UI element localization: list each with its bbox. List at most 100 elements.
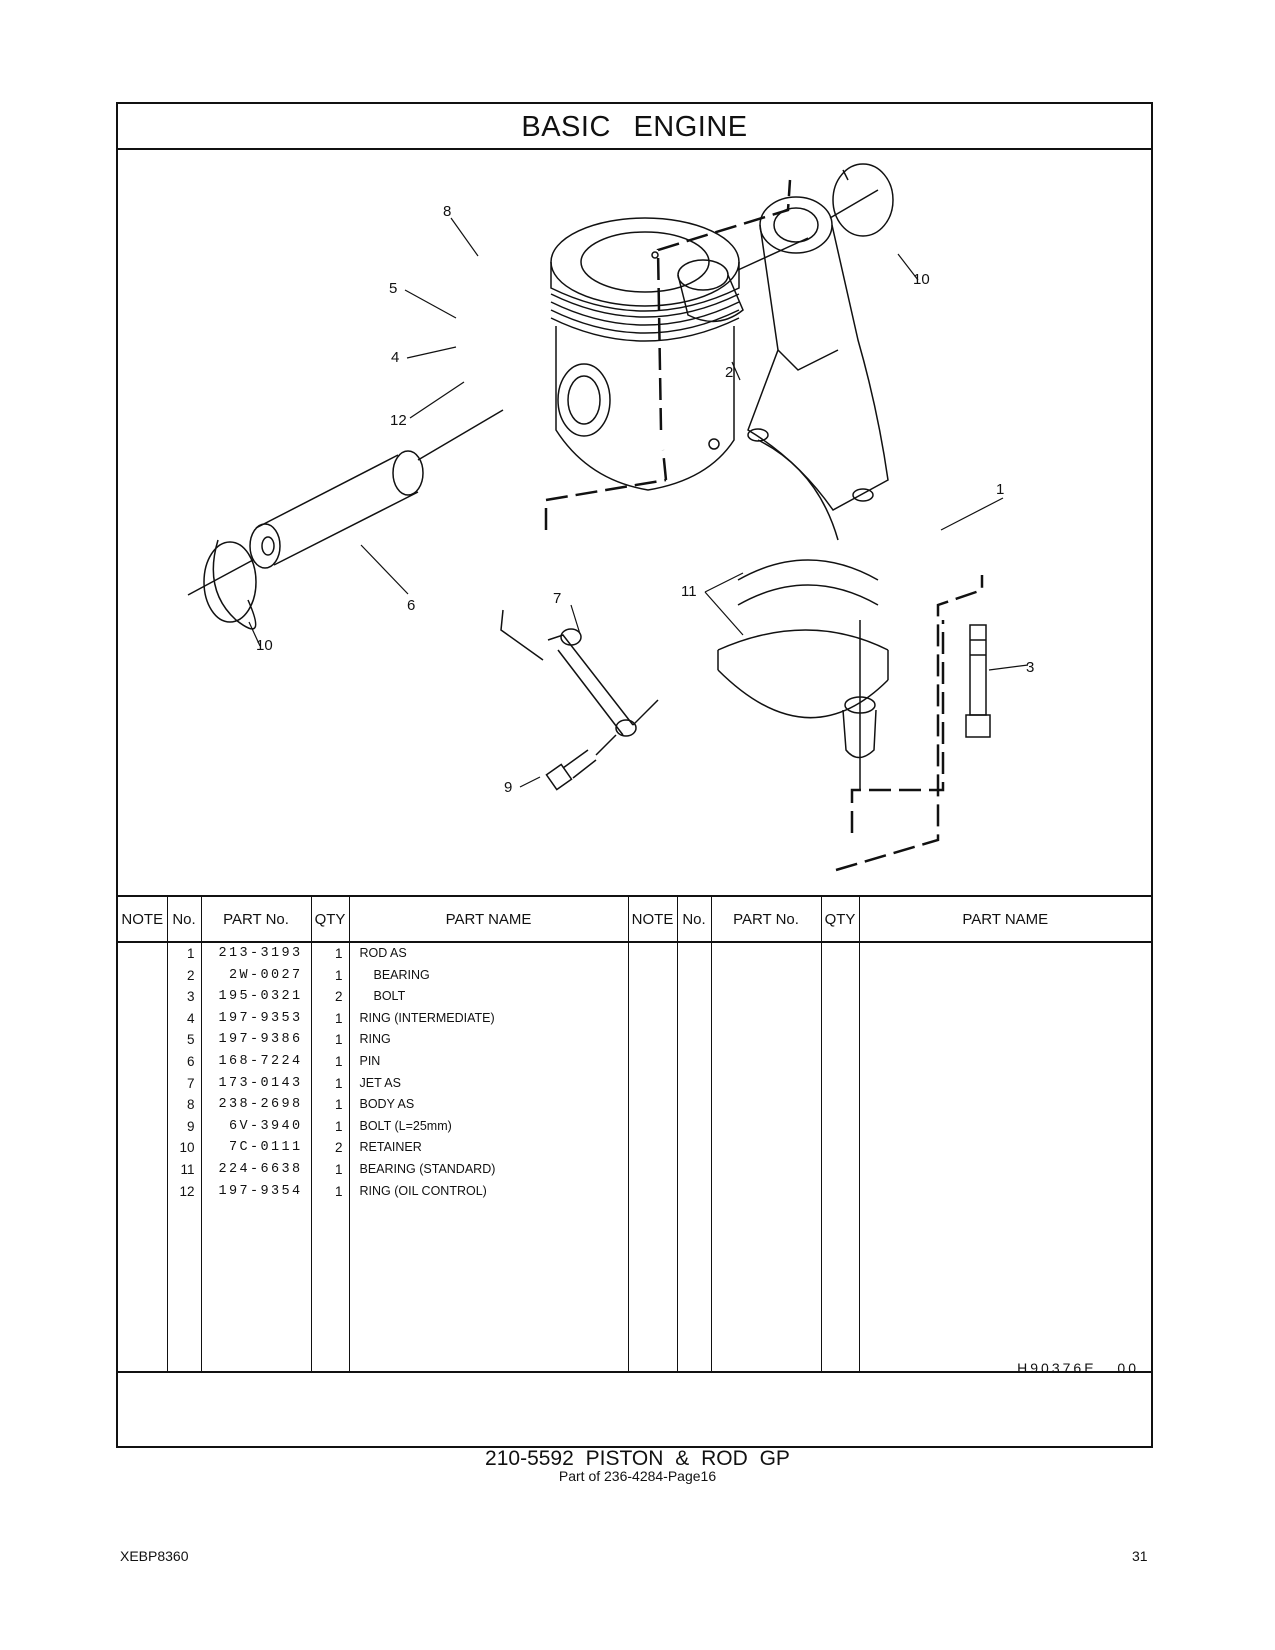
table-cell-qty: 1 (334, 1097, 343, 1113)
no-column-right (676, 942, 712, 1373)
table-cell-part-name: PIN (359, 1053, 381, 1068)
table-cell-qty: 1 (334, 1161, 343, 1177)
table-cell-part-no: 195-0321 (218, 989, 303, 1005)
table-cell-no: 5 (186, 1032, 195, 1048)
callout-leaders (248, 217, 1029, 788)
table-cell-part-no: 173-0143 (218, 1075, 303, 1091)
rod-bracket (835, 575, 984, 872)
table-cell-part-no: 197-9353 (218, 1010, 303, 1026)
callout-4: 4 (391, 349, 399, 366)
table-cell-part-no: 168-7224 (218, 1053, 303, 1069)
table-cell-part-name: RETAINER (359, 1140, 422, 1155)
table-cell-no: 7 (186, 1075, 195, 1091)
connecting-rod-drawing (747, 189, 889, 541)
parts-sheet: BASIC ENGINE (116, 102, 1153, 1448)
qty-column-right (820, 942, 860, 1373)
part-no-column-right (710, 942, 822, 1373)
table-cell-part-no: 224-6638 (218, 1161, 303, 1177)
header-part-name: PART NAME (348, 895, 629, 943)
table-cell-qty: 1 (334, 967, 343, 983)
table-cell-part-name: RING (INTERMEDIATE) (359, 1010, 495, 1025)
small-bearing-drawing (677, 237, 809, 323)
table-cell-no: 12 (179, 1183, 195, 1199)
table-cell-qty: 1 (334, 1032, 343, 1048)
table-cell-part-no: 213-3193 (218, 946, 303, 961)
header-part-name-right: PART NAME (858, 895, 1151, 943)
table-cell-qty: 1 (334, 1075, 343, 1091)
rod-bolt-drawing (965, 624, 991, 738)
piston-pin-drawing (249, 409, 504, 569)
callout-8: 8 (443, 203, 451, 220)
rod-cap-drawing (717, 559, 889, 790)
table-cell-part-name: BOLT (L=25mm) (359, 1118, 452, 1133)
header-no: No. (166, 895, 202, 943)
table-cell-no: 4 (186, 1010, 195, 1026)
header-qty: QTY (310, 895, 350, 943)
note-column (118, 942, 168, 1373)
table-cell-part-name: BOLT (373, 989, 406, 1004)
table-cell-qty: 2 (334, 989, 343, 1005)
group-subtitle: Part of 236-4284-Page16 (558, 1468, 717, 1484)
table-cell-part-name: BEARING (373, 967, 430, 982)
callout-12: 12 (390, 412, 407, 429)
table-cell-part-no: 197-9354 (218, 1183, 303, 1199)
header-part-no-right: PART No. (710, 895, 822, 943)
callout-7: 7 (553, 590, 561, 607)
table-cell-no: 2 (186, 967, 195, 983)
callout-2: 2 (725, 364, 733, 381)
callout-3: 3 (1026, 659, 1034, 676)
document-id: XEBP8360 (120, 1548, 189, 1564)
table-cell-part-no: 238-2698 (218, 1097, 303, 1113)
table-cell-part-name: RING (OIL CONTROL) (359, 1183, 487, 1198)
table-cell-qty: 1 (334, 946, 343, 961)
header-note: NOTE (118, 895, 168, 943)
section-title: BASIC ENGINE (118, 104, 1151, 150)
table-cell-no: 8 (186, 1097, 195, 1113)
group-title: 210-5592 PISTON & ROD GP (485, 1447, 790, 1470)
page-number: 31 (1132, 1548, 1148, 1564)
table-cell-no: 10 (179, 1140, 195, 1156)
retainer-left-drawing (187, 539, 257, 630)
table-cell-qty: 1 (334, 1010, 343, 1026)
table-cell-part-no: 2W-0027 (228, 967, 303, 983)
retainer-right-drawing (832, 163, 894, 237)
table-header-row: NOTE No. PART No. QTY PART NAME NOTE No.… (118, 895, 1151, 943)
header-note-right: NOTE (627, 895, 678, 943)
table-cell-part-name: RING (359, 1032, 391, 1047)
exploded-view-illustration: 1 2 3 4 5 6 7 8 9 10 10 11 12 (118, 150, 1151, 895)
table-cell-part-name: ROD AS (359, 946, 407, 960)
table-cell-part-name: BODY AS (359, 1097, 415, 1112)
parts-list-table: NOTE No. PART No. QTY PART NAME NOTE No.… (118, 895, 1151, 1373)
header-part-no: PART No. (200, 895, 312, 943)
table-cell-qty: 1 (334, 1053, 343, 1069)
callout-11: 11 (681, 583, 697, 600)
callout-9: 9 (504, 779, 512, 796)
callout-10-right: 10 (913, 271, 930, 288)
table-cell-no: 1 (186, 946, 195, 961)
note-column-right (627, 942, 678, 1373)
table-cell-qty: 1 (334, 1183, 343, 1199)
drawing-number: H90376E 00 (1017, 1360, 1139, 1376)
table-cell-no: 3 (186, 989, 195, 1005)
table-cell-part-no: 197-9386 (218, 1032, 303, 1048)
table-cell-part-no: 7C-0111 (228, 1140, 303, 1156)
callout-5: 5 (389, 280, 397, 297)
piston-bracket (544, 179, 792, 530)
table-cell-no: 9 (186, 1118, 195, 1134)
table-cell-part-name: BEARING (STANDARD) (359, 1161, 496, 1176)
part-name-column-right (858, 942, 1151, 1373)
qty-column: 1 1 2 1 1 1 1 1 1 2 1 1 (310, 942, 350, 1373)
part-name-column: ROD AS BEARING BOLT RING (INTERMEDIATE) RING… (348, 942, 629, 1373)
callout-10-left: 10 (256, 637, 273, 654)
header-no-right: No. (676, 895, 712, 943)
piston-drawing (550, 217, 740, 491)
table-cell-part-no: 6V-3940 (228, 1118, 303, 1134)
table-cell-qty: 2 (334, 1140, 343, 1156)
table-cell-part-name: JET AS (359, 1075, 401, 1090)
table-cell-qty: 1 (334, 1118, 343, 1134)
part-no-column: 213-3193 2W-0027 195-0321 197-9353 197-9386 1… (200, 942, 312, 1373)
piston-cooling-jet-drawing (500, 609, 659, 737)
table-cell-no: 6 (186, 1053, 195, 1069)
